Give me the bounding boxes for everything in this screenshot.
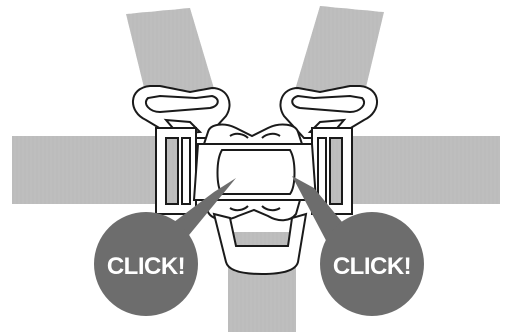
callout-left-text: CLICK! (107, 253, 185, 280)
click-callout-right: CLICK! (292, 176, 424, 316)
callout-right-bubble (320, 212, 424, 316)
callout-right-text: CLICK! (333, 253, 411, 280)
click-callout-left: CLICK! (94, 178, 236, 316)
waist-strap-left (12, 136, 160, 204)
crotch-tongue (212, 212, 308, 276)
left-waist-adjuster (155, 127, 197, 215)
shoulder-strap-right (292, 6, 384, 104)
waist-strap-right (352, 136, 500, 204)
shoulder-strap-left (126, 8, 218, 104)
callout-left-bubble (94, 212, 198, 316)
right-tongue (279, 85, 378, 139)
